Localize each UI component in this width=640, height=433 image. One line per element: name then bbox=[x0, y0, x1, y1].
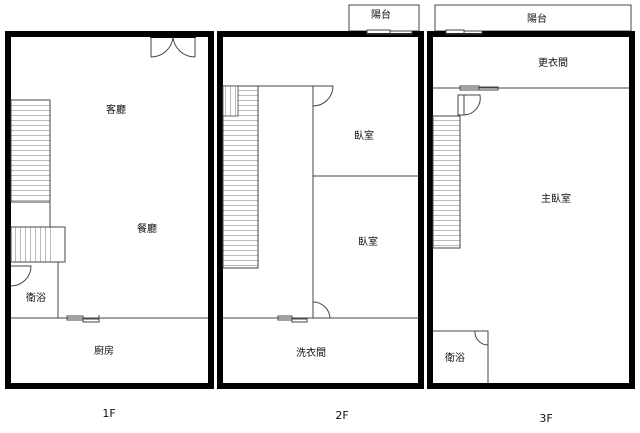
room-living: 客廳 bbox=[106, 103, 126, 116]
door-swing bbox=[474, 330, 489, 346]
sliding-window bbox=[366, 29, 413, 35]
staircase bbox=[10, 99, 51, 203]
staircase bbox=[222, 85, 259, 269]
staircase bbox=[432, 115, 461, 249]
sliding-door bbox=[459, 85, 499, 91]
floor-label: 1F bbox=[102, 407, 115, 420]
room-bedroom-1: 臥室 bbox=[354, 129, 374, 142]
floor-label: 3F bbox=[539, 412, 552, 425]
floor-2f: 陽台 臥室 臥室 洗衣間 2F bbox=[217, 4, 424, 422]
room-master-bedroom: 主臥室 bbox=[541, 192, 571, 205]
door-swing bbox=[312, 85, 334, 107]
room-kitchen: 廚房 bbox=[94, 344, 114, 357]
door-swing bbox=[312, 301, 331, 319]
sliding-door bbox=[66, 315, 100, 323]
room-bedroom-2: 臥室 bbox=[358, 235, 378, 248]
room-balcony: 陽台 bbox=[527, 12, 547, 25]
room-bathroom: 衛浴 bbox=[445, 351, 465, 364]
sliding-door bbox=[277, 315, 308, 323]
floor-3f: 陽台 更衣間 主臥室 衛浴 3F bbox=[427, 4, 635, 425]
door-swing bbox=[10, 265, 32, 287]
door-swing bbox=[457, 94, 481, 116]
exterior-wall bbox=[217, 31, 424, 389]
room-bathroom: 衛浴 bbox=[26, 291, 46, 304]
exterior-wall bbox=[5, 31, 214, 389]
floor-label: 2F bbox=[335, 409, 348, 422]
room-balcony: 陽台 bbox=[371, 8, 391, 21]
floor-1f: 客廳 餐廳 衛浴 廚房 1F bbox=[5, 31, 214, 420]
room-closet: 更衣間 bbox=[538, 56, 568, 69]
sliding-window bbox=[445, 29, 483, 35]
room-laundry: 洗衣間 bbox=[296, 346, 326, 359]
exterior-wall bbox=[427, 31, 635, 389]
room-dining: 餐廳 bbox=[137, 222, 157, 235]
double-door bbox=[150, 36, 196, 58]
